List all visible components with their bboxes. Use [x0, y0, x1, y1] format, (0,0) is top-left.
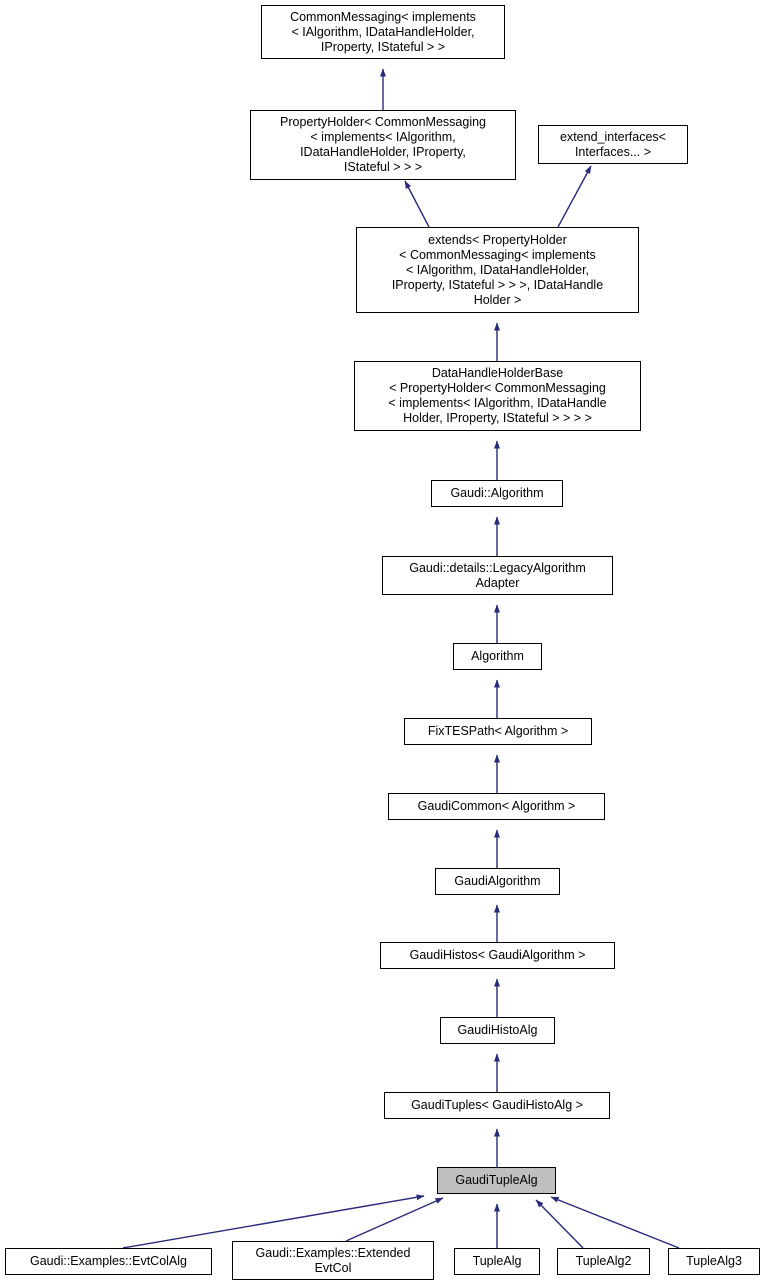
class-node-common-messaging[interactable]: CommonMessaging< implements < IAlgorithm… — [261, 5, 505, 59]
class-node-extended-evtcol[interactable]: Gaudi::Examples::Extended EvtCol — [232, 1241, 434, 1280]
class-node-extend-interfaces[interactable]: extend_interfaces< Interfaces... > — [538, 125, 688, 164]
class-node-gaudi-algorithm-ns[interactable]: Gaudi::Algorithm — [431, 480, 563, 507]
class-node-data-handle-holder-base[interactable]: DataHandleHolderBase < PropertyHolder< C… — [354, 361, 641, 431]
edge-tuplealg2-to-gaudituplealg — [535, 1199, 584, 1249]
class-node-gaudituplealg[interactable]: GaudiTupleAlg — [437, 1167, 556, 1194]
edge-extends-property-holder-to-property-holder — [404, 180, 430, 228]
class-node-gaudialgorithm[interactable]: GaudiAlgorithm — [435, 868, 560, 895]
class-node-gaudihistoalg[interactable]: GaudiHistoAlg — [440, 1017, 555, 1044]
class-node-gaudituples[interactable]: GaudiTuples< GaudiHistoAlg > — [384, 1092, 610, 1119]
class-node-fixtespath[interactable]: FixTESPath< Algorithm > — [404, 718, 592, 745]
class-node-gaudihistos[interactable]: GaudiHistos< GaudiAlgorithm > — [380, 942, 615, 969]
class-node-tuplealg3[interactable]: TupleAlg3 — [668, 1248, 760, 1275]
class-node-extends-property-holder[interactable]: extends< PropertyHolder < CommonMessagin… — [356, 227, 639, 313]
class-node-tuplealg2[interactable]: TupleAlg2 — [557, 1248, 650, 1275]
class-node-legacy-algorithm-adapter[interactable]: Gaudi::details::LegacyAlgorithm Adapter — [382, 556, 613, 595]
edge-tuplealg3-to-gaudituplealg — [550, 1196, 680, 1249]
edge-extends-property-holder-to-extend-interfaces — [557, 165, 592, 228]
class-node-evtcolalg[interactable]: Gaudi::Examples::EvtColAlg — [5, 1248, 212, 1275]
class-node-algorithm[interactable]: Algorithm — [453, 643, 542, 670]
class-node-tuplealg[interactable]: TupleAlg — [454, 1248, 540, 1275]
class-node-property-holder[interactable]: PropertyHolder< CommonMessaging < implem… — [250, 110, 516, 180]
class-node-gaudicommon[interactable]: GaudiCommon< Algorithm > — [388, 793, 605, 820]
edge-extended-evtcol-to-gaudituplealg — [345, 1197, 444, 1242]
